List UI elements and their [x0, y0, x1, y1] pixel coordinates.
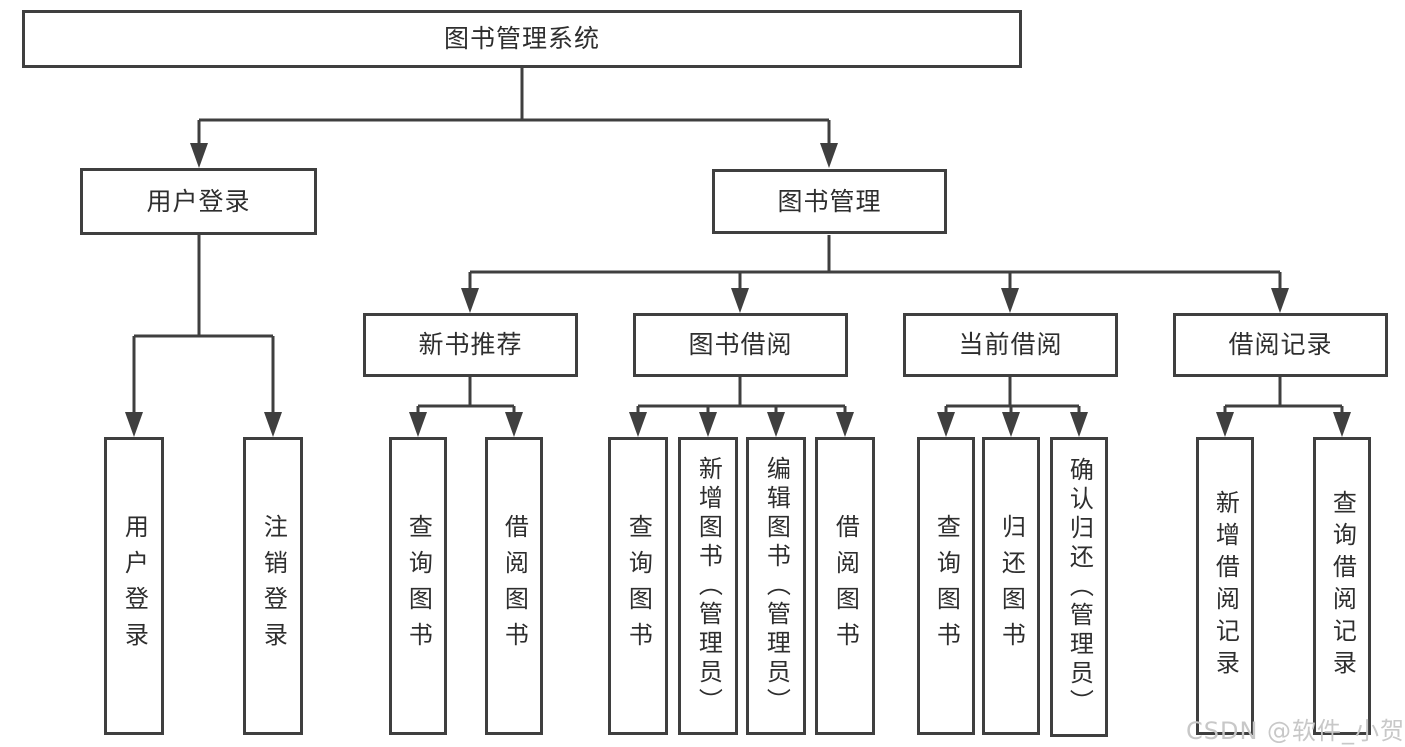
node-bb-edit-book-label: 编辑图书（管理员）: [762, 455, 791, 717]
node-new-book-recommend-label: 新书推荐: [418, 330, 523, 359]
node-user-login: 用户登录: [80, 168, 317, 235]
arrowhead: [1070, 412, 1088, 437]
node-br-query-record-label: 查询借阅记录: [1328, 490, 1357, 682]
arrowhead: [461, 288, 479, 313]
arrowhead: [820, 143, 838, 168]
node-cb-query-book: 查询图书: [917, 437, 975, 735]
node-cb-return-book: 归还图书: [982, 437, 1040, 735]
node-nbr-borrow-book: 借阅图书: [485, 437, 543, 735]
arrowhead: [937, 412, 955, 437]
node-new-book-recommend: 新书推荐: [363, 313, 578, 377]
node-current-borrow-label: 当前借阅: [958, 330, 1063, 359]
node-bb-query-book: 查询图书: [608, 437, 668, 735]
arrowhead: [505, 412, 523, 437]
arrowhead: [190, 143, 208, 168]
node-cb-confirm-return: 确认归还（管理员）: [1050, 437, 1108, 737]
node-logout-action-label: 注销登录: [259, 514, 288, 658]
node-cb-confirm-return-label: 确认归还（管理员）: [1065, 456, 1094, 718]
node-book-borrow: 图书借阅: [633, 313, 848, 377]
arrowhead: [125, 412, 143, 437]
node-bb-add-book-label: 新增图书（管理员）: [694, 455, 723, 717]
arrowhead: [836, 412, 854, 437]
node-br-add-record: 新增借阅记录: [1196, 437, 1254, 735]
arrowhead: [731, 288, 749, 313]
arrowhead: [1271, 288, 1289, 313]
arrowhead: [629, 412, 647, 437]
node-br-add-record-label: 新增借阅记录: [1211, 490, 1240, 682]
node-book-borrow-label: 图书借阅: [688, 330, 793, 359]
node-borrow-records-label: 借阅记录: [1228, 330, 1333, 359]
node-book-management: 图书管理: [712, 169, 947, 234]
node-cb-query-book-label: 查询图书: [932, 514, 961, 658]
arrowhead: [699, 412, 717, 437]
node-bb-borrow-book-label: 借阅图书: [831, 514, 860, 658]
node-br-query-record: 查询借阅记录: [1313, 437, 1371, 735]
arrowhead: [409, 412, 427, 437]
node-bb-borrow-book: 借阅图书: [815, 437, 875, 735]
node-cb-return-book-label: 归还图书: [997, 514, 1026, 658]
node-nbr-borrow-book-label: 借阅图书: [500, 514, 529, 658]
node-login-action-label: 用户登录: [120, 514, 149, 658]
node-book-management-label: 图书管理: [777, 186, 882, 216]
arrowhead: [1001, 288, 1019, 313]
node-bb-query-book-label: 查询图书: [624, 514, 653, 658]
arrowhead: [767, 412, 785, 437]
node-library-management-system: 图书管理系统: [22, 10, 1022, 68]
node-nbr-query-book-label: 查询图书: [404, 514, 433, 658]
arrowhead: [1333, 412, 1351, 437]
node-login-action: 用户登录: [104, 437, 164, 735]
node-library-management-system-label: 图书管理系统: [443, 24, 600, 53]
node-user-login-label: 用户登录: [146, 186, 251, 216]
node-logout-action: 注销登录: [243, 437, 303, 735]
node-bb-add-book: 新增图书（管理员）: [678, 437, 738, 735]
arrowhead: [1216, 412, 1234, 437]
node-nbr-query-book: 查询图书: [389, 437, 447, 735]
node-current-borrow: 当前借阅: [903, 313, 1118, 377]
node-borrow-records: 借阅记录: [1173, 313, 1388, 377]
arrowhead: [1002, 412, 1020, 437]
node-bb-edit-book: 编辑图书（管理员）: [746, 437, 806, 735]
csdn-watermark: CSDN @软件_小贺同学: [1186, 717, 1405, 745]
arrowhead: [264, 412, 282, 437]
